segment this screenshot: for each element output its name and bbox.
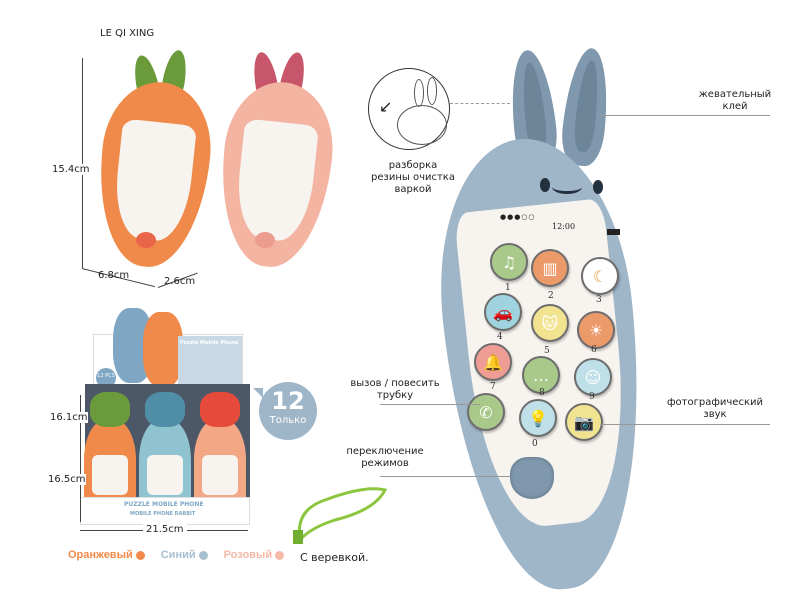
box-badge: 12 PCS xyxy=(96,368,116,388)
music-notes-icon: ♫ xyxy=(501,252,517,272)
keypad-digit-label: 9 xyxy=(589,392,595,402)
legend-blue: Синий xyxy=(161,549,208,561)
keypad-button-phone-handset[interactable]: ✆ xyxy=(467,393,505,431)
annotation-call-hangup: вызов / повесить трубку xyxy=(350,378,440,401)
color-legend: Оранжевый Синий Розовый xyxy=(68,549,285,561)
lanyard-label: С веревкой. xyxy=(300,551,369,564)
car-icon: 🚗 xyxy=(493,302,513,322)
keypad-digit-label: 0 xyxy=(532,439,538,449)
cat-icon: 🐱 xyxy=(541,313,559,333)
keypad-digit-label: 3 xyxy=(596,295,602,305)
legend-orange: Оранжевый xyxy=(68,549,145,561)
quantity-number: 12 xyxy=(271,387,305,415)
lightbulb-icon: 💡 xyxy=(528,408,548,428)
cleaning-illustration: ↙ xyxy=(368,68,450,150)
box-lid-title: Puzzle Mobile Phone xyxy=(180,340,239,346)
keypad-button-8[interactable]: … xyxy=(522,356,560,394)
keypad-button-camera[interactable]: 📷 xyxy=(565,403,603,441)
lanyard-image xyxy=(293,487,388,544)
keypad-digit-label: 5 xyxy=(544,346,550,356)
keypad-button-0[interactable]: 💡 xyxy=(519,399,557,437)
dim-box-height-1: 16.1cm xyxy=(50,412,88,423)
signal-indicator: ●●●○○ xyxy=(500,213,536,221)
bell-icon: 🔔 xyxy=(483,352,503,372)
keypad-button-5[interactable]: 🐱 xyxy=(531,304,569,342)
legend-pink: Розовый xyxy=(224,549,285,561)
keypad-digit-label: 2 xyxy=(548,291,554,301)
annotation-mode-switch: переключение режимов xyxy=(346,446,424,469)
keypad-button-2[interactable]: ▥ xyxy=(531,249,569,287)
dimension-line xyxy=(82,58,83,268)
keypad-button-3[interactable]: ☾ xyxy=(581,257,619,295)
mode-switch-heart-button[interactable] xyxy=(510,457,554,499)
dim-height-phone: 15.4cm xyxy=(52,164,90,175)
clock: 12:00 xyxy=(552,222,576,231)
moon-baby-icon: ☾ xyxy=(592,266,608,286)
keypad-digit-label: 1 xyxy=(505,283,511,293)
keypad-button-9[interactable]: ☺ xyxy=(574,358,612,396)
dim-box-height-2: 16.5cm xyxy=(48,474,86,485)
phone-handset-icon: ✆ xyxy=(479,402,493,422)
dim-box-width: 21.5cm xyxy=(143,524,187,535)
piano-icon: ▥ xyxy=(542,258,558,278)
keypad-button-6[interactable]: ☀ xyxy=(577,311,615,349)
keypad-button-4[interactable]: 🚗 xyxy=(484,293,522,331)
chat-icon: … xyxy=(533,365,549,385)
dim-width-phone: 6.8cm xyxy=(98,270,130,281)
keypad-digit-label: 7 xyxy=(490,382,496,392)
quantity-bubble: 12 Только xyxy=(259,382,317,440)
quantity-label: Только xyxy=(269,415,307,426)
annotation-chewing-gum: жевательный клей xyxy=(698,89,772,112)
dim-depth-phone: 2.6cm xyxy=(164,276,196,287)
keypad-button-1[interactable]: ♫ xyxy=(490,243,528,281)
baby-face-icon: ☺ xyxy=(584,367,602,387)
box-title: PUZZLE MOBILE PHONE xyxy=(124,501,204,508)
keypad-button-7[interactable]: 🔔 xyxy=(474,343,512,381)
keypad-digit-label: 4 xyxy=(497,332,503,342)
sun-icon: ☀ xyxy=(588,320,604,340)
annotation-disassembly: разборка резины очистка варкой xyxy=(371,160,455,195)
brand-label: LE QI XING xyxy=(100,28,155,39)
keypad-digit-label: 8 xyxy=(539,388,545,398)
battery-icon xyxy=(607,229,620,235)
camera-icon: 📷 xyxy=(574,412,594,432)
box-subtitle: MOBILE PHONE RABBIT xyxy=(130,511,196,517)
keypad-digit-label: 6 xyxy=(591,345,597,355)
annotation-photo-sound: фотографический звук xyxy=(667,397,763,420)
